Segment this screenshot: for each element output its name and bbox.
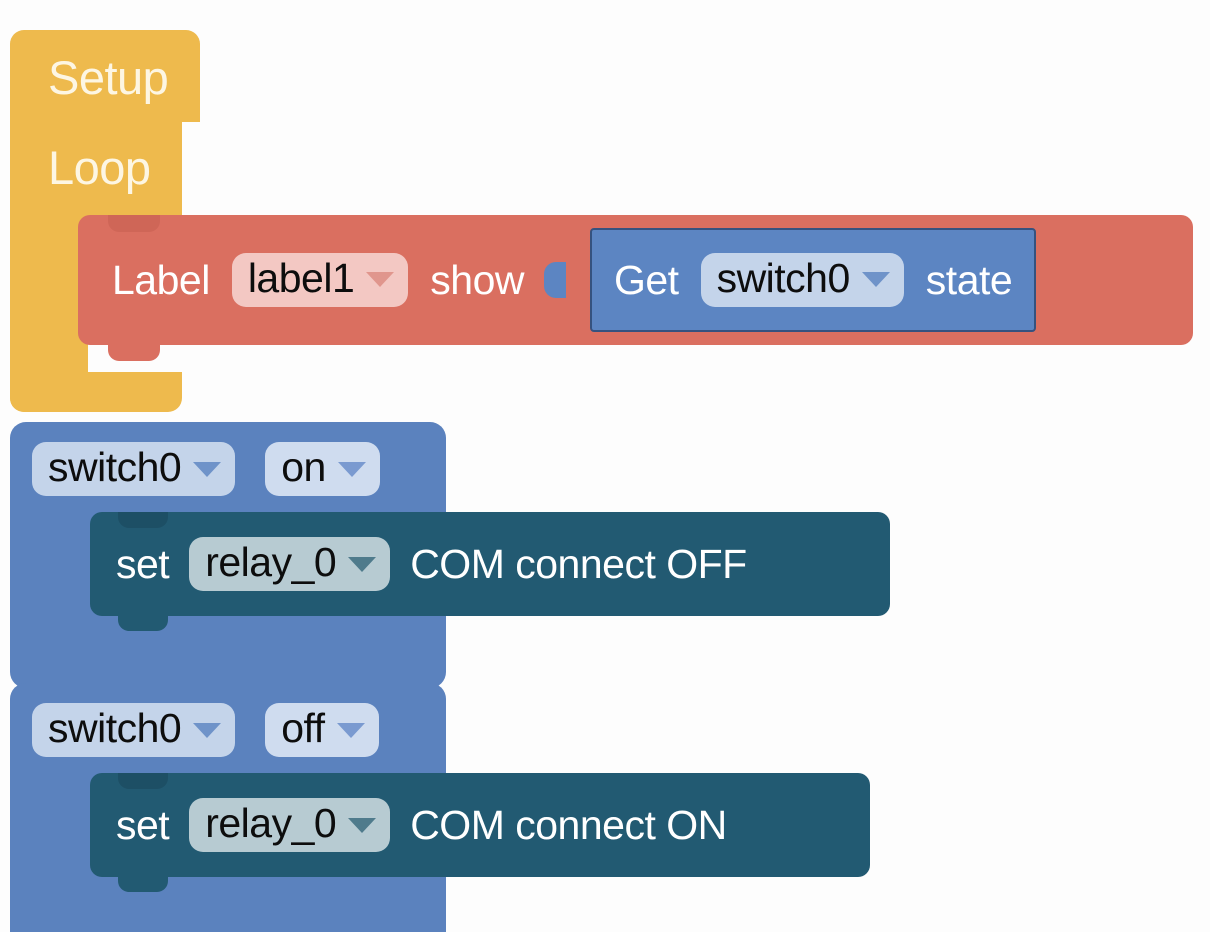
event-block-switch0-on-footer (10, 644, 446, 688)
get-switch-state-suffix-text: state (925, 256, 1013, 303)
label-show-block-bottom-notch (108, 344, 160, 361)
event-on-device-dropdown[interactable]: switch0 (32, 442, 236, 497)
chevron-down-icon (336, 722, 365, 738)
set-relay-on-suffix-text: COM connect ON (410, 801, 727, 848)
label-show-suffix-text: show (430, 256, 524, 303)
get-switch-device-dropdown[interactable]: switch0 (700, 252, 904, 308)
get-switch-state-block[interactable]: Get switch0 state (589, 228, 1037, 332)
set-relay-off-block-bottom-notch (118, 615, 168, 632)
set-relay-off-target-dropdown-value: relay_0 (205, 539, 337, 586)
setup-block-label: Setup (48, 51, 169, 104)
label-show-block-top-notch (108, 215, 160, 232)
set-relay-on-block-bottom-notch (118, 876, 168, 893)
event-off-device-dropdown-value: switch0 (48, 705, 182, 751)
set-relay-off-target-dropdown[interactable]: relay_0 (189, 537, 391, 592)
event-block-switch0-off-body: set relay_0 COM connect ON (10, 773, 870, 905)
set-relay-on-target-dropdown-value: relay_0 (205, 800, 337, 847)
event-off-state-dropdown[interactable]: off (265, 703, 379, 758)
event-block-switch0-on-header: switch0 on (10, 422, 446, 512)
get-switch-device-dropdown-value: switch0 (716, 254, 851, 301)
event-on-state-dropdown[interactable]: on (265, 442, 380, 497)
set-relay-on-target-dropdown[interactable]: relay_0 (189, 798, 391, 853)
chevron-down-icon (337, 461, 366, 477)
chevron-down-icon (366, 272, 395, 288)
set-relay-off-prefix-text: set (116, 540, 170, 587)
event-block-switch0-off-header: switch0 off (10, 683, 446, 773)
set-relay-off-suffix-text: COM connect OFF (410, 540, 747, 587)
chevron-down-icon (348, 817, 377, 833)
chevron-down-icon (193, 722, 222, 738)
event-block-switch0-off[interactable]: switch0 off set relay_0 COM connect ON (10, 683, 870, 932)
loop-block-label: Loop (48, 141, 151, 194)
label-name-dropdown-value: label1 (247, 254, 355, 301)
loop-block[interactable]: Loop (10, 122, 182, 412)
label-show-block[interactable]: Label label1 show Get switch0 state (78, 215, 1193, 361)
value-input-socket (543, 252, 568, 308)
set-relay-on-block[interactable]: set relay_0 COM connect ON (90, 773, 870, 893)
chevron-down-icon (861, 272, 890, 288)
event-off-state-dropdown-value: off (281, 705, 325, 751)
label-name-dropdown[interactable]: label1 (231, 252, 409, 308)
setup-block[interactable]: Setup (10, 30, 200, 122)
set-relay-on-prefix-text: set (116, 801, 170, 848)
loop-block-top-bar (10, 122, 182, 230)
chevron-down-icon (348, 556, 377, 572)
label-show-prefix-text: Label (112, 256, 210, 303)
event-block-switch0-off-footer (10, 905, 446, 932)
event-off-device-dropdown[interactable]: switch0 (32, 703, 236, 758)
chevron-down-icon (193, 461, 222, 477)
loop-block-bottom-bar (10, 372, 182, 412)
get-switch-state-prefix-text: Get (613, 256, 679, 303)
event-on-state-dropdown-value: on (281, 444, 326, 490)
event-block-switch0-on-body: set relay_0 COM connect OFF (10, 512, 890, 644)
event-on-device-dropdown-value: switch0 (48, 444, 182, 490)
set-relay-on-block-top-notch (118, 773, 168, 790)
event-block-switch0-on[interactable]: switch0 on set relay_0 COM connect OFF (10, 422, 890, 689)
set-relay-off-block-top-notch (118, 512, 168, 529)
set-relay-off-block[interactable]: set relay_0 COM connect OFF (90, 512, 890, 632)
